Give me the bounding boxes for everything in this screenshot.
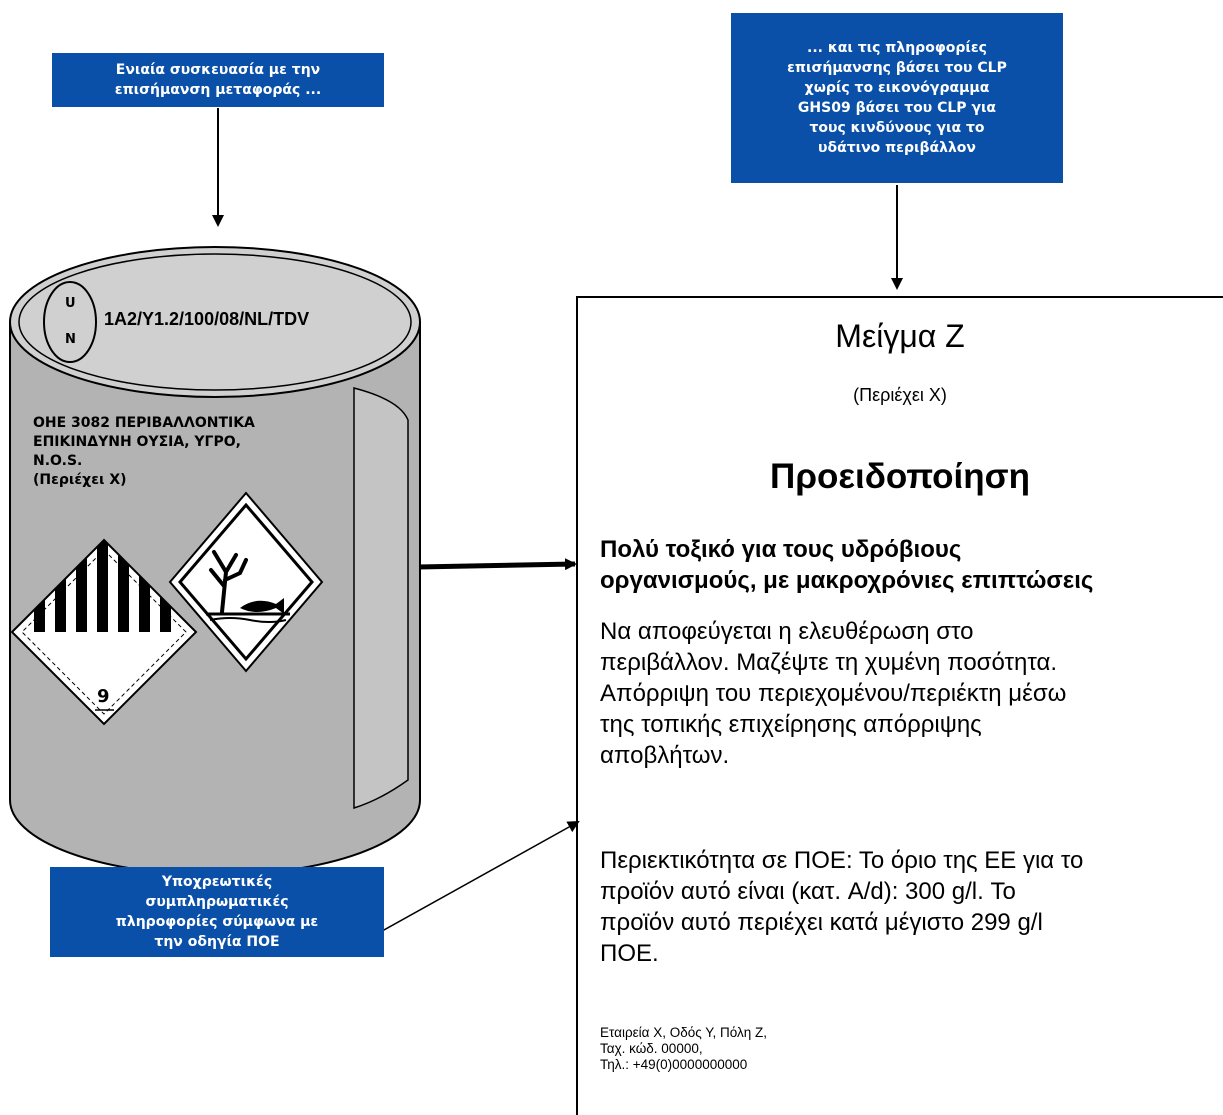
arrow-bottom-to-voc	[356, 821, 580, 946]
hazard-statement: Πολύ τοξικό για τους υδρόβιους οργανισμο…	[600, 536, 1094, 594]
arrow-drum-to-label	[417, 558, 577, 571]
precautionary-statements: Να αποφεύγεται η ελευθέρωση στο περιβάλλ…	[600, 618, 1067, 769]
proper-shipping-name: ΟΗΕ 3082 ΠΕΡΙΒΑΛΛΟΝΤΙΚΑ ΕΠΙΚΙΝΔΥΝΗ ΟΥΣΙΑ…	[33, 415, 255, 488]
callout-voc-information: Υποχρεωτικές συμπληρωματικές πληροφορίες…	[50, 867, 384, 957]
environment-hazard-pictogram-icon	[168, 491, 324, 673]
un-symbol-u: U	[65, 296, 76, 311]
callout-transport-labelling: Ενιαία συσκευασία με την επισήμανση μετα…	[52, 53, 384, 107]
product-contains: (Περιέχει X)	[853, 385, 947, 405]
callout-voc-text: Υποχρεωτικές συμπληρωματικές πληροφορίες…	[115, 874, 319, 950]
class-9-number: 9	[97, 686, 110, 707]
voc-information: Περιεκτικότητα σε ΠΟΕ: Το όριο της ΕΕ γι…	[600, 847, 1084, 967]
signal-word: Προειδοποίηση	[770, 457, 1030, 496]
product-name: Μείγμα Z	[835, 318, 965, 354]
callout-clp-text: ... και τις πληροφορίες επισήμανσης βάσε…	[787, 40, 1007, 156]
callout-transport-text: Ενιαία συσκευασία με την επισήμανση μετα…	[114, 62, 322, 98]
supplier-details: Εταιρεία Χ, Οδός Υ, Πόλη Ζ, Ταχ. κώδ. 00…	[600, 1025, 768, 1072]
un-symbol-oval	[43, 281, 97, 363]
callout-clp-information: ... και τις πληροφορίες επισήμανσης βάσε…	[731, 13, 1063, 183]
un-packaging-code: 1A2/Y1.2/100/08/NL/TDV	[104, 309, 310, 329]
un-symbol-n: N	[65, 332, 76, 347]
label-border	[576, 296, 1223, 1115]
drum-band	[353, 387, 409, 810]
drum-top	[9, 246, 421, 398]
drum-top-inner	[18, 253, 412, 391]
